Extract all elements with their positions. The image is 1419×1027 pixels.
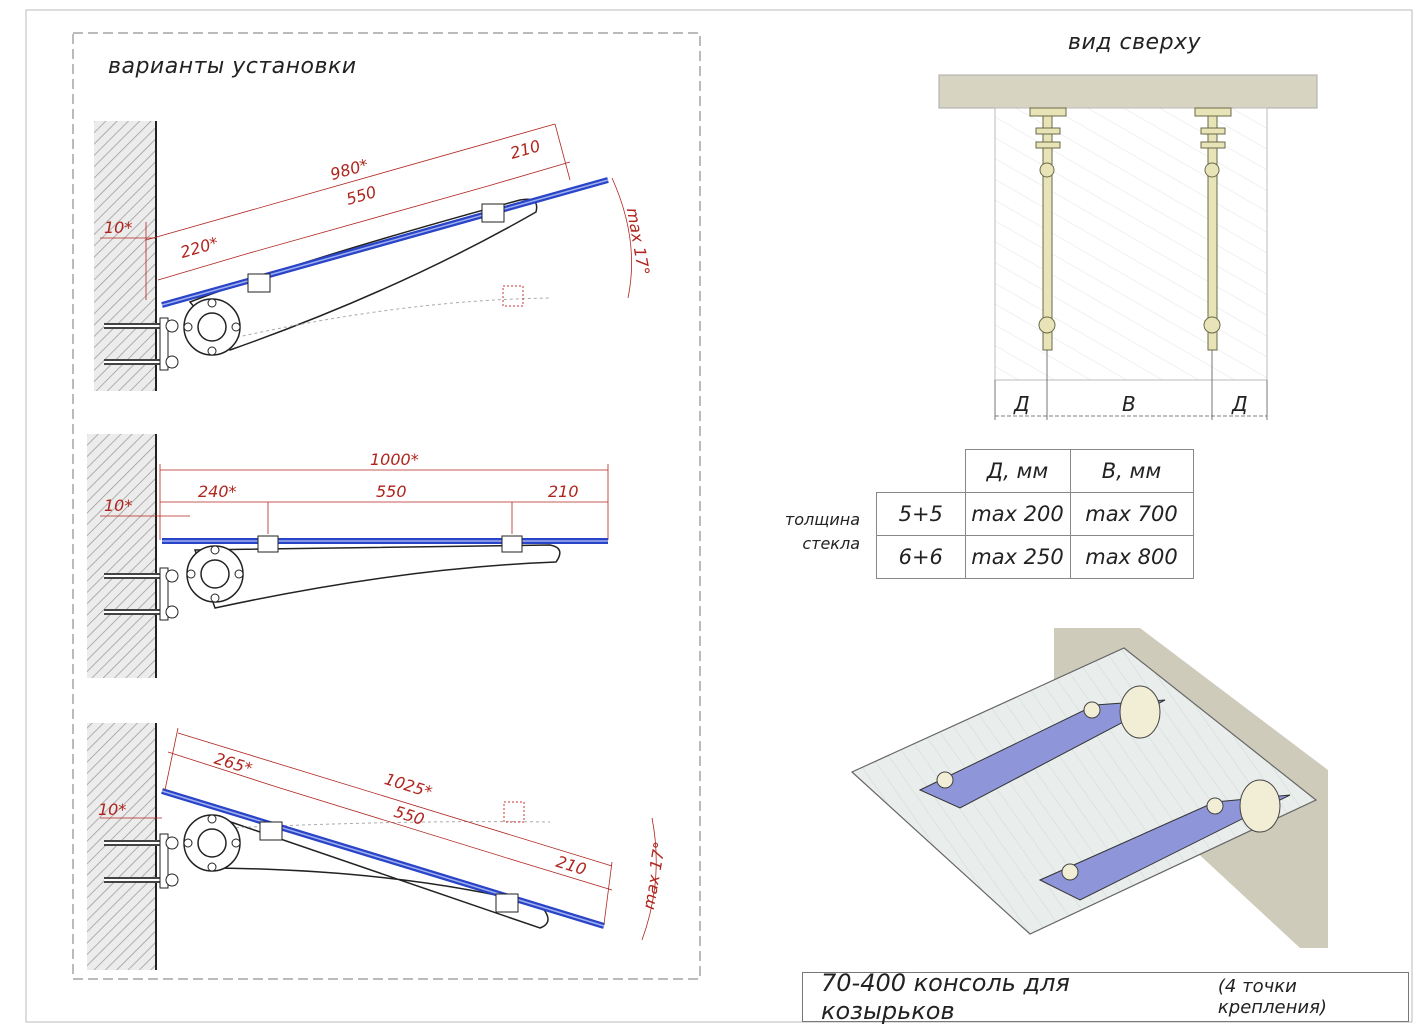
cell-d: max 250	[964, 535, 1071, 579]
top-view-drawing	[938, 74, 1318, 420]
dim-mid: 550	[376, 482, 407, 501]
isometric-view	[850, 628, 1328, 948]
col-header-d: Д, мм	[964, 449, 1071, 493]
cell-d: max 200	[964, 492, 1071, 536]
cell-glass: 5+5	[876, 492, 966, 536]
dim-label-b: В	[1122, 392, 1136, 416]
bracket-3d-lower	[1038, 794, 1291, 901]
variant-2-drawing	[87, 434, 609, 678]
installation-variants-title: варианты установки	[108, 54, 357, 79]
dim-start: 240*	[198, 482, 237, 501]
col-header-b: В, мм	[1069, 449, 1194, 493]
dim-gap: 10*	[104, 496, 133, 515]
dim-gap: 10*	[98, 800, 127, 819]
table-row: 6+6 max 250 max 800	[876, 535, 1194, 579]
title-block: 70-400 консоль для козырьков (4 точки кр…	[802, 969, 1409, 1025]
row-label-line-2: стекла	[802, 534, 860, 553]
cell-glass: 6+6	[876, 535, 966, 579]
glass-canopy-3d	[850, 647, 1318, 935]
wall-hatch	[87, 723, 156, 970]
bracket-arm	[193, 544, 561, 609]
wall-hatch	[94, 121, 156, 391]
dim-gap: 10*	[104, 218, 133, 237]
dim-label-d-right: Д	[1232, 392, 1248, 416]
glass-top-view	[994, 107, 1268, 381]
bracket-3d-upper	[918, 699, 1166, 809]
row-label-line-1: толщина	[784, 510, 860, 529]
installation-panel-frame	[72, 32, 701, 980]
cell-b: max 800	[1069, 535, 1194, 579]
table-header-row: Д, мм В, мм	[877, 449, 1194, 493]
row-label-thickness: толщина стекла	[760, 508, 860, 556]
variant-1-drawing	[94, 121, 632, 391]
dim-total: 1000*	[370, 450, 419, 469]
product-subtitle: (4 точки крепления)	[1217, 976, 1327, 1018]
spec-table: Д, мм В, мм 5+5 max 200 max 700 6+6 max …	[876, 449, 1194, 579]
sheet-frame	[25, 9, 1413, 1023]
dim-label-d-left: Д	[1014, 392, 1030, 416]
product-title: 70-400 консоль для козырьков	[821, 969, 1070, 1025]
cell-b: max 700	[1069, 492, 1194, 536]
wall-hatch	[87, 434, 156, 678]
table-corner	[877, 450, 966, 493]
bracket-arm	[214, 819, 549, 929]
top-view-title: вид сверху	[1068, 30, 1202, 55]
table-row: 5+5 max 200 max 700	[876, 492, 1194, 536]
variant-3-drawing	[87, 723, 657, 970]
ceiling-wall	[938, 74, 1318, 109]
dim-end: 210	[548, 482, 579, 501]
